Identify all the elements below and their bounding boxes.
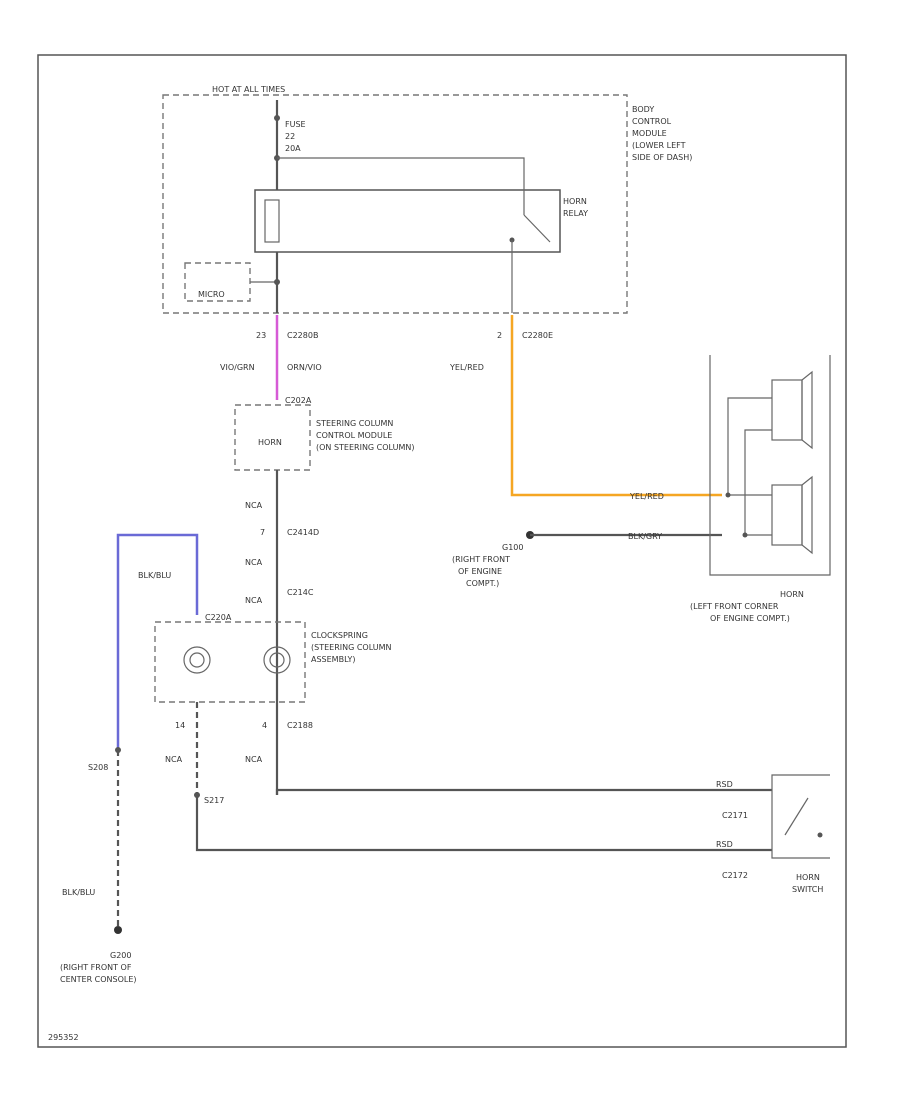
horn-ground-upper — [744, 429, 772, 535]
ground-g200-label-2: (RIGHT FRONT OF — [60, 963, 132, 972]
lower-horn-body — [771, 484, 803, 546]
clockspring-right-coil-outer — [263, 646, 291, 674]
connector-c2171-label: C2171 — [722, 811, 748, 820]
sccm-label-3: (ON STEERING COLUMN) — [316, 443, 414, 452]
fuse-label-3: 20A — [285, 144, 301, 153]
hot-at-all-times-label: HOT AT ALL TIMES — [212, 85, 285, 94]
micro-node — [274, 279, 280, 285]
wire-nca-4-label: NCA — [165, 755, 183, 764]
micro-label: MICRO — [198, 290, 225, 299]
wire-blk-blu-top-label: BLK/BLU — [138, 571, 171, 580]
horn-assembly-box — [709, 355, 831, 576]
lower-horn-bell — [801, 475, 813, 555]
horn-switch-contact — [784, 797, 809, 836]
wire-vio-grn-label: VIO/GRN — [220, 363, 255, 372]
bcm-label-5: SIDE OF DASH) — [632, 153, 692, 162]
wire-nca-1-label: NCA — [245, 501, 263, 510]
orange-wire — [510, 315, 722, 497]
bcm-label-4: (LOWER LEFT — [632, 141, 686, 150]
horn-feed-node — [725, 492, 731, 498]
horn-label-2: (LEFT FRONT CORNER — [690, 602, 779, 611]
horn-label-1: HORN — [780, 590, 804, 599]
splice-s208-label: S208 — [88, 763, 108, 772]
wire-yel-red-right-label: YEL/RED — [629, 492, 664, 501]
clockspring-left-coil-inner — [189, 652, 205, 668]
pin-2-label: 2 — [497, 331, 502, 340]
wire-orn-vio-label: ORN/VIO — [287, 363, 322, 372]
horn-label-3: OF ENGINE COMPT.) — [710, 614, 790, 623]
diagram-id: 295352 — [48, 1033, 79, 1042]
bcm-label-1: BODY — [632, 105, 654, 114]
relay-contact-arm — [523, 214, 551, 243]
horn-relay-box — [254, 189, 561, 253]
connector-c214c-label: C214C — [287, 588, 314, 597]
clockspring-label-1: CLOCKSPRING — [311, 631, 368, 640]
wire-yel-red-label: YEL/RED — [449, 363, 484, 372]
clockspring-left-coil-outer — [183, 646, 211, 674]
horn-switch-label-2: SWITCH — [792, 885, 823, 894]
connector-c2172-label: C2172 — [722, 871, 748, 880]
bcm-label-2: CONTROL — [632, 117, 672, 126]
horn-switch-label-1: HORN — [796, 873, 820, 882]
ground-g200-label-1: G200 — [110, 951, 131, 960]
ground-g100-label-4: COMPT.) — [466, 579, 499, 588]
wire-nca-3-label: NCA — [245, 596, 263, 605]
clockspring-right-coil-inner — [269, 652, 285, 668]
ground-g100-label-1: G100 — [502, 543, 523, 552]
body-control-module-box — [162, 94, 628, 314]
ground-g100-label-3: OF ENGINE — [458, 567, 502, 576]
clockspring-label-2: (STEERING COLUMN — [311, 643, 392, 652]
horn-relay-coil — [264, 199, 280, 243]
connector-c2280b-label: C2280B — [287, 331, 318, 340]
pin-7-label: 7 — [260, 528, 265, 537]
wire-blk-gry-label: BLK/GRY — [628, 532, 662, 541]
ground-g200-node — [114, 926, 122, 934]
wire-blk-blu-bottom-label: BLK/BLU — [62, 888, 95, 897]
connector-c220a-label: C220A — [205, 613, 232, 622]
fuse-label-2: 22 — [285, 132, 295, 141]
splice-s217-label: S217 — [204, 796, 224, 805]
pin-23-label: 23 — [256, 331, 266, 340]
sccm-label-2: CONTROL MODULE — [316, 431, 392, 440]
clockspring-label-3: ASSEMBLY) — [311, 655, 355, 664]
horn-feed-upper — [727, 397, 772, 495]
sccm-horn-label: HORN — [258, 438, 282, 447]
connector-c202a-label: C202A — [285, 396, 312, 405]
connector-c2280e-label: C2280E — [522, 331, 553, 340]
wire-nca-2-label: NCA — [245, 558, 263, 567]
horn-switch-box — [771, 774, 830, 859]
wire-nca-5-label: NCA — [245, 755, 263, 764]
fuse-top-node — [274, 115, 280, 121]
horn-relay-label-2: RELAY — [563, 209, 588, 218]
connector-c2414d-label: C2414D — [287, 528, 319, 537]
ground-g200-label-3: CENTER CONSOLE) — [60, 975, 137, 984]
wire-rsd-2-label: RSD — [716, 840, 733, 849]
upper-horn-bell — [801, 370, 813, 450]
horn-switch-upper-wire — [275, 788, 772, 795]
ground-g100-label-2: (RIGHT FRONT — [452, 555, 510, 564]
horn-switch-lower-wire — [195, 795, 772, 852]
fuse-label-1: FUSE — [285, 120, 306, 129]
wire-rsd-1-label: RSD — [716, 780, 733, 789]
pin-4-label: 4 — [262, 721, 267, 730]
sccm-label-1: STEERING COLUMN — [316, 419, 393, 428]
pin-14-label: 14 — [175, 721, 185, 730]
bcm-label-3: MODULE — [632, 129, 667, 138]
diagram-frame — [37, 54, 847, 1048]
blue-wire — [116, 533, 199, 750]
clockspring-box — [154, 621, 306, 703]
horn-ground-node — [742, 532, 748, 538]
upper-horn-body — [771, 379, 803, 441]
splice-s217-node — [194, 792, 200, 798]
horn-relay-label-1: HORN — [563, 197, 587, 206]
connector-c2188-label: C2188 — [287, 721, 313, 730]
horn-switch-contact-node — [817, 832, 823, 838]
relay-contact-feed — [277, 157, 525, 215]
